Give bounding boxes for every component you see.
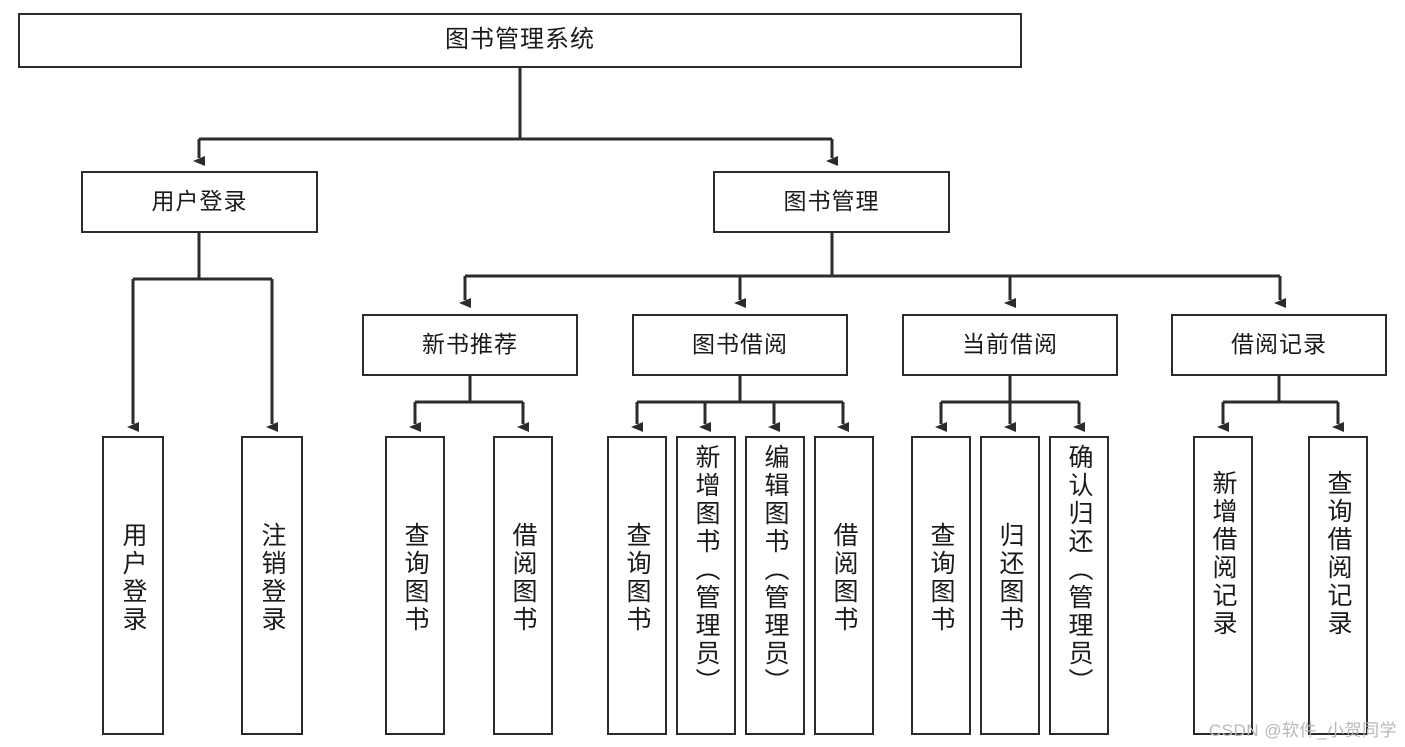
node-book-borrow[interactable]: 图书借阅 (632, 314, 848, 376)
node-new-book-rec[interactable]: 新书推荐 (362, 314, 578, 376)
node-leaf-logout[interactable]: 注销登录 (241, 436, 303, 735)
node-leaf-confirm-return[interactable]: 确认归还（管理员） (1049, 436, 1109, 735)
node-leaf-query-book-1[interactable]: 查询图书 (385, 436, 445, 735)
node-leaf-edit-book[interactable]: 编辑图书（管理员） (745, 436, 805, 735)
node-leaf-query-book-3[interactable]: 查询图书 (911, 436, 971, 735)
node-leaf-borrow-book-2[interactable]: 借阅图书 (814, 436, 874, 735)
node-leaf-return-book[interactable]: 归还图书 (980, 436, 1040, 735)
node-label: 确认归还（管理员） (1065, 444, 1093, 696)
node-borrow-record[interactable]: 借阅记录 (1171, 314, 1387, 376)
node-label: 借阅图书 (830, 522, 858, 634)
node-label: 编辑图书（管理员） (761, 444, 789, 696)
node-leaf-user-login[interactable]: 用户登录 (102, 436, 164, 735)
node-root-system[interactable]: 图书管理系统 (18, 13, 1022, 68)
node-label: 查询图书 (623, 522, 651, 634)
node-label: 借阅图书 (509, 522, 537, 634)
node-label: 新书推荐 (422, 331, 518, 358)
node-current-borrow[interactable]: 当前借阅 (902, 314, 1118, 376)
node-label: 查询图书 (927, 522, 955, 634)
node-label: 借阅记录 (1231, 331, 1327, 358)
node-label: 新增借阅记录 (1209, 470, 1237, 638)
node-label: 查询借阅记录 (1324, 470, 1352, 638)
node-leaf-query-record[interactable]: 查询借阅记录 (1308, 436, 1368, 735)
node-label: 用户登录 (151, 188, 248, 215)
node-user-login[interactable]: 用户登录 (81, 171, 318, 233)
node-label: 当前借阅 (962, 331, 1058, 358)
node-label: 图书管理系统 (445, 26, 595, 54)
node-label: 归还图书 (996, 522, 1024, 634)
node-leaf-borrow-book-1[interactable]: 借阅图书 (493, 436, 553, 735)
watermark-text: CSDN @软件_小贺同学 (1208, 721, 1397, 740)
node-label: 图书管理 (783, 188, 880, 215)
node-leaf-query-book-2[interactable]: 查询图书 (607, 436, 667, 735)
node-label: 查询图书 (401, 522, 429, 634)
node-label: 用户登录 (119, 522, 147, 634)
node-book-manage[interactable]: 图书管理 (713, 171, 950, 233)
node-leaf-add-record[interactable]: 新增借阅记录 (1193, 436, 1253, 735)
node-label: 注销登录 (258, 522, 286, 634)
node-label: 新增图书（管理员） (692, 444, 720, 696)
node-label: 图书借阅 (692, 331, 788, 358)
node-leaf-add-book[interactable]: 新增图书（管理员） (676, 436, 736, 735)
